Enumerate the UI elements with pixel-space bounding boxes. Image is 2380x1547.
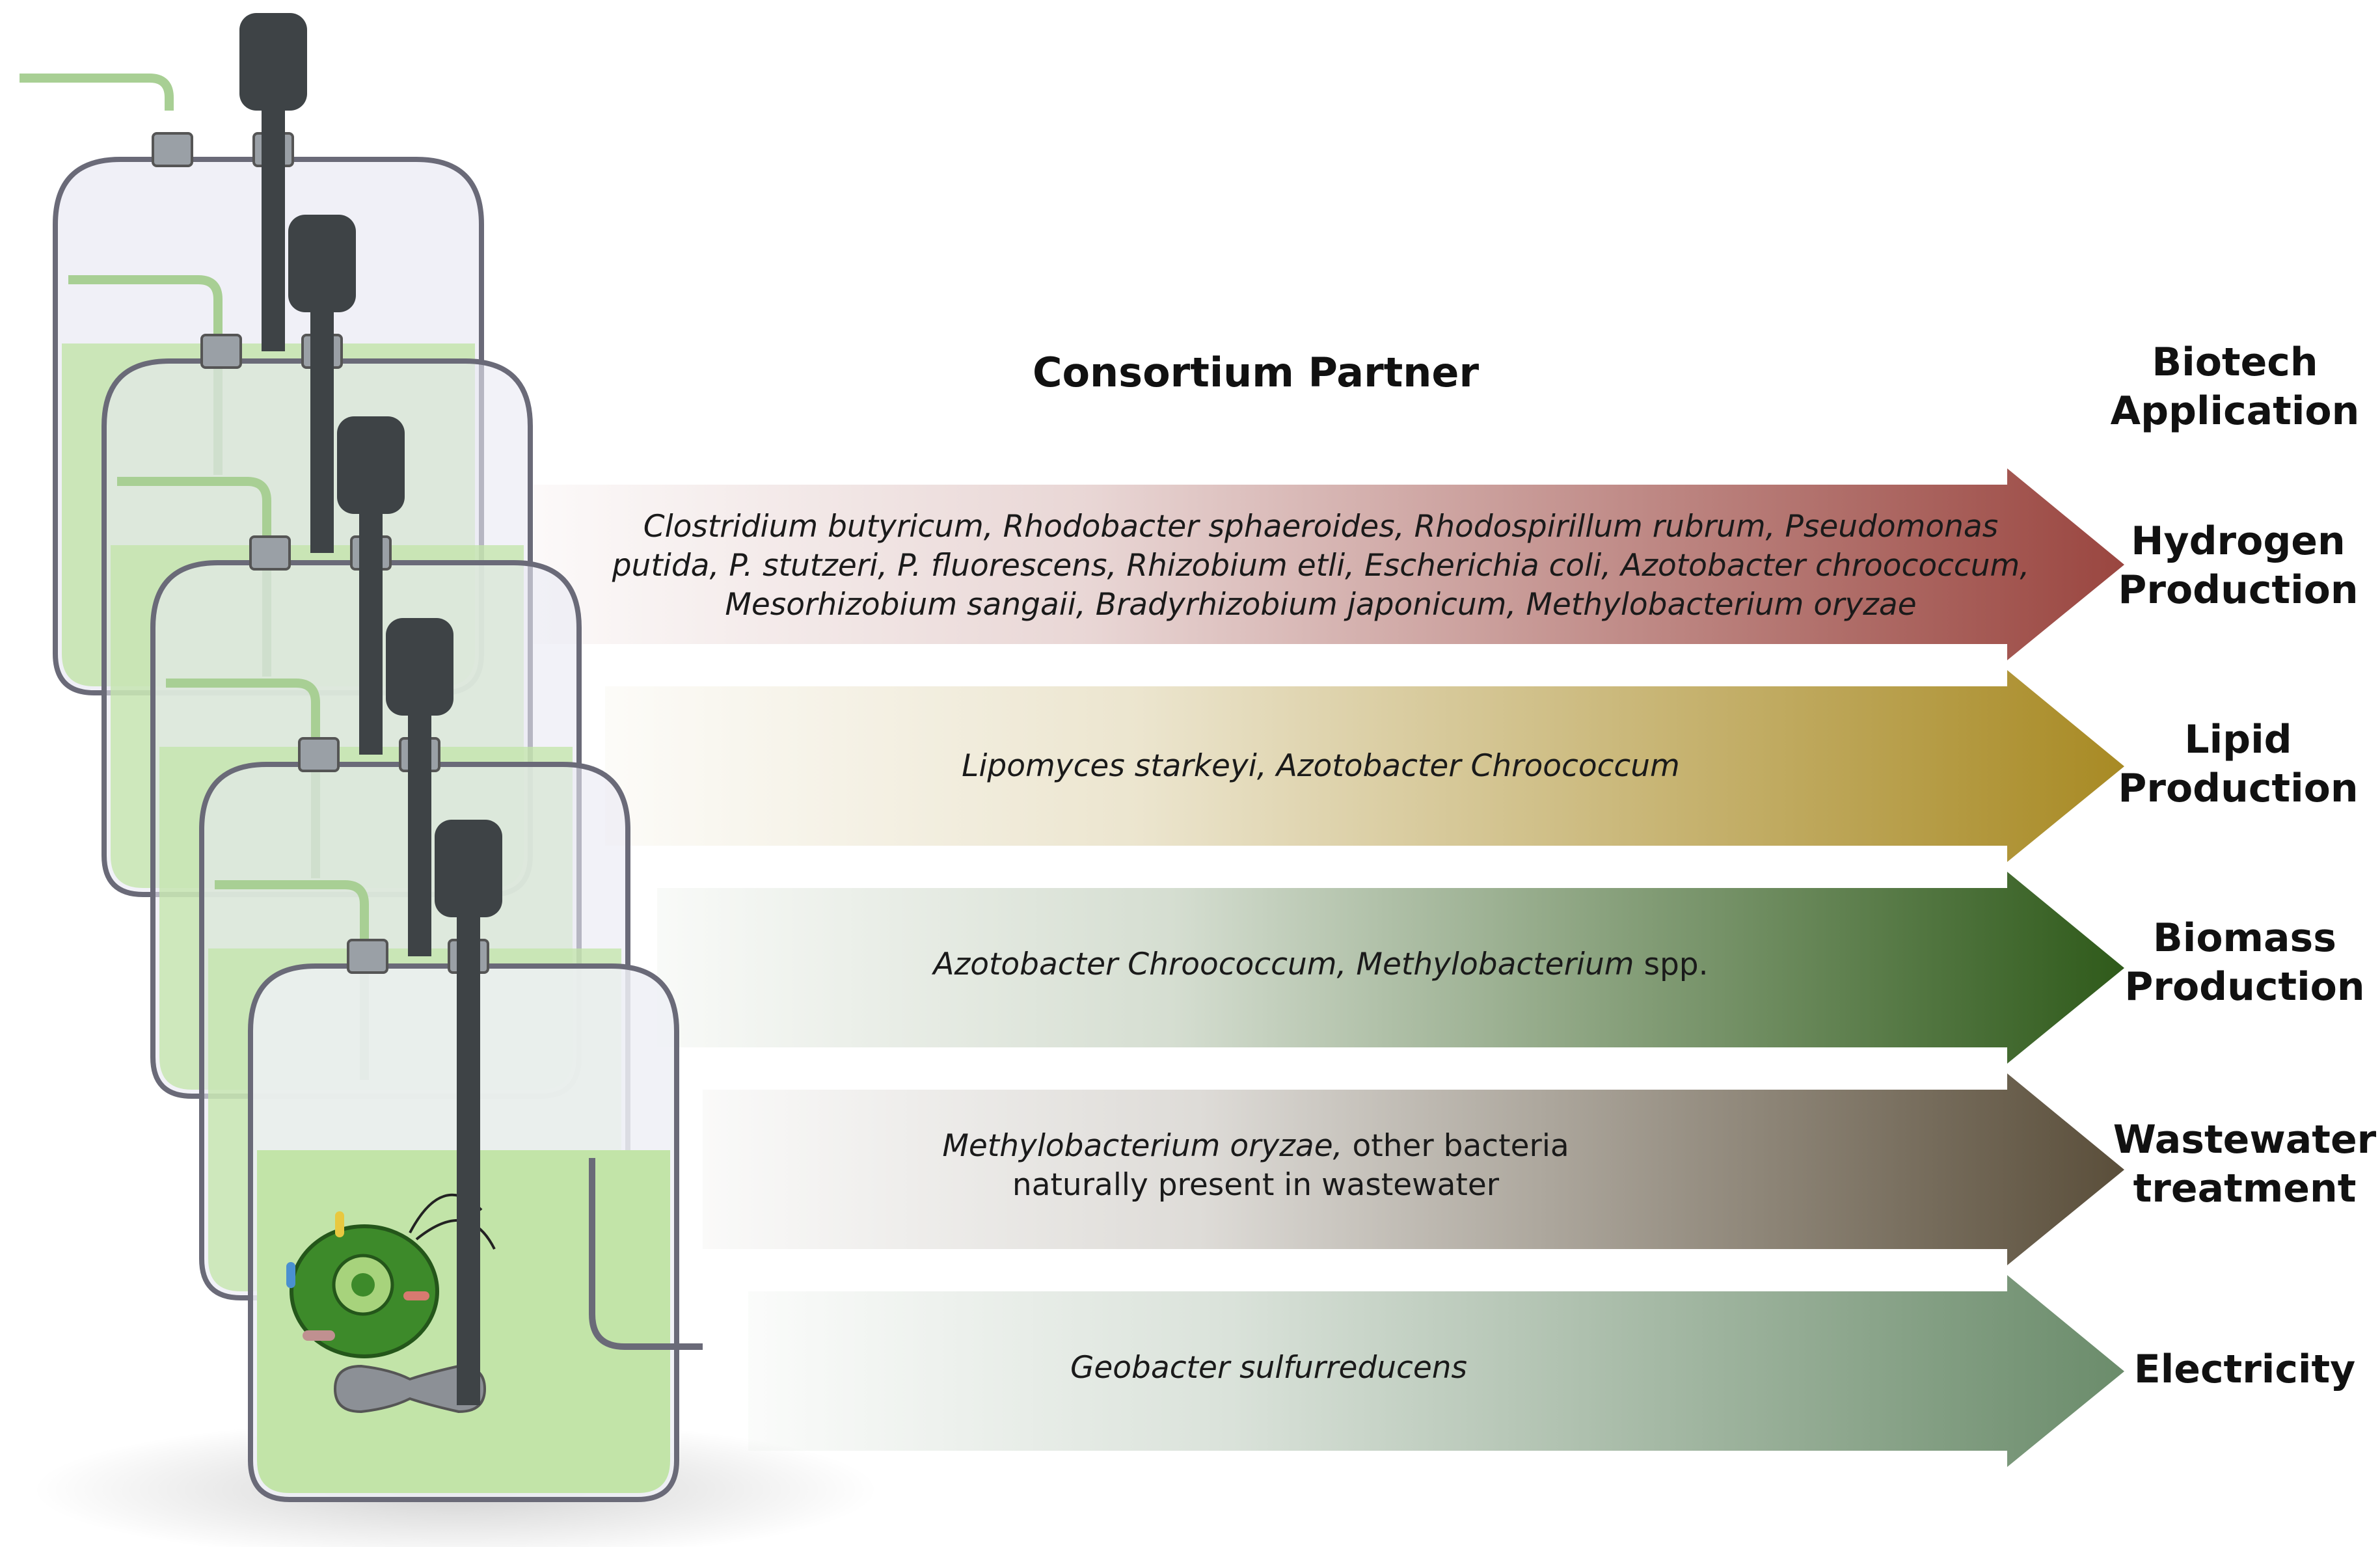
partner-suffix: other bacteria (1342, 1128, 1569, 1164)
partner-line: Geobacter sulfurreducens (1070, 1350, 1468, 1386)
partner-suffix: spp. (1634, 947, 1709, 982)
partner-line: Lipomyces starkeyi, Azotobacter Chroococ… (962, 748, 1680, 784)
application-wastewater: Wastewater treatment (2113, 1117, 2377, 1211)
consortium-partner-header: Consortium Partner (1032, 349, 1480, 396)
partners-electricity: Geobacter sulfurreducens (651, 1349, 1887, 1388)
partners-hydrogen: Clostridium butyricum, Rhodobacter sphae… (586, 507, 2056, 625)
partner-line: Azotobacter Chroococcum, Methylobacteriu… (933, 947, 1634, 982)
application-electricity: Electricity (2133, 1347, 2356, 1392)
arrow-biomass (657, 872, 2124, 1064)
application-lipid: Lipid Production (2118, 717, 2359, 811)
partner-line: putida, P. stutzeri, P. fluorescens, Rhi… (612, 548, 2030, 584)
partners-wastewater: Methylobacterium oryzae, other bacteria … (651, 1127, 1861, 1205)
partner-line: Mesorhizobium sangaii, Bradyrhizobium ja… (725, 587, 1917, 623)
partner-line: Methylobacterium oryzae, (942, 1128, 1343, 1164)
arrow-electricity (748, 1275, 2124, 1467)
arrow-wastewater (703, 1073, 2124, 1265)
biotech-application-header: Biotech Application (2110, 340, 2360, 434)
arrow-lipid (605, 670, 2124, 862)
application-hydrogen: Hydrogen Production (2118, 518, 2359, 613)
application-biomass: Biomass Production (2124, 915, 2365, 1010)
partners-lipid: Lipomyces starkeyi, Azotobacter Chroococ… (651, 747, 1991, 786)
partner-line: Clostridium butyricum, Rhodobacter sphae… (643, 509, 1999, 545)
partners-biomass: Azotobacter Chroococcum, Methylobacteriu… (651, 945, 1991, 984)
arrow-hydrogen (534, 468, 2124, 660)
bioreactor-5 (215, 820, 703, 1502)
partner-suffix: naturally present in wastewater (1012, 1167, 1500, 1203)
